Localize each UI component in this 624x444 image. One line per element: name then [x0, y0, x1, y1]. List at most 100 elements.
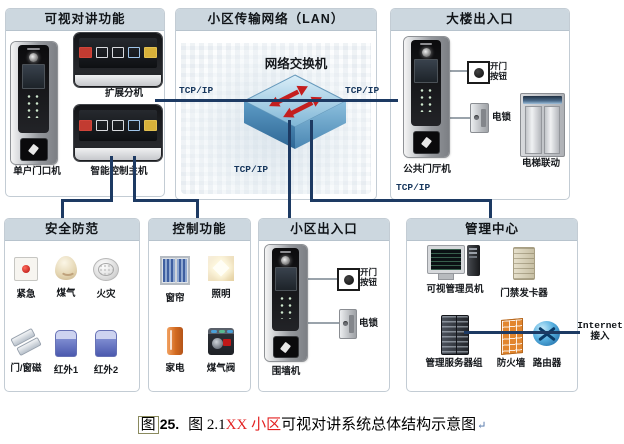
screen-icon [128, 47, 141, 59]
electric-lock-icon [470, 103, 489, 133]
host-to-security-wire-h [61, 199, 113, 202]
panel-control: 控制功能 窗帘 照明 家电 煤气阀 [148, 218, 251, 392]
open-button-label-line2: 按钮 [360, 277, 378, 287]
lock-connector-line [446, 117, 472, 119]
monitor-screen [79, 37, 157, 68]
elevator-door [525, 106, 542, 154]
internet-access-label: Internet 接入 [576, 320, 624, 342]
open-door-button-icon [337, 268, 360, 291]
security-item-label: 火灾 [96, 289, 116, 300]
switch-to-community-wire [288, 120, 291, 218]
door-station-face [18, 45, 49, 133]
admin-pc-tower-icon [467, 245, 480, 276]
security-item-label: 紧急 [16, 289, 36, 300]
host-to-security-wire-v2 [61, 199, 64, 218]
security-item-label: 红外2 [93, 365, 119, 376]
tcpip-label-bottom: TCP/IP [233, 164, 269, 175]
wall-door-station-image [265, 245, 307, 361]
panel-building-entrance: 大楼出入口 公共门厅机 开门 按钮 电锁 电梯联动 [390, 8, 570, 200]
admin-pc-monitor-icon [427, 245, 465, 274]
security-item-fire: 火灾 [87, 258, 125, 300]
panel-lan: 小区传输网络（LAN） 网络交换机 TCP/IP [175, 8, 377, 200]
server-group-label: 管理服务器组 [425, 358, 483, 369]
door-window-magnet-icon [10, 327, 42, 357]
elevator-doors [525, 106, 560, 154]
monitor-base [75, 74, 161, 87]
open-button-label-line1: 开门 [490, 61, 508, 71]
pir-sensor-icon [55, 330, 77, 357]
panel-control-title: 控制功能 [149, 219, 250, 241]
security-item-label: 煤气 [56, 288, 76, 299]
keypad-icon [416, 86, 436, 113]
security-item-label: 门/窗磁 [10, 363, 42, 374]
elevator-image [520, 93, 565, 157]
lan-main-wire [155, 99, 398, 102]
curtain-icon [160, 256, 190, 285]
control-item-label: 照明 [211, 289, 231, 300]
panel-management-center: 管理中心 可视管理员机 门禁发卡器 管理服务器组 防火墙 路由器 [406, 218, 578, 392]
firewall-label: 防火墙 [496, 358, 526, 369]
host-to-control-wire-h [133, 199, 199, 202]
security-item-label: 红外1 [53, 365, 79, 376]
network-switch-icon [242, 74, 348, 149]
home-appliance-icon [167, 327, 183, 355]
card-reader-icon [21, 139, 47, 160]
camera-icon [29, 53, 39, 63]
gas-valve-icon [208, 328, 234, 355]
server-rack-icon [441, 315, 469, 355]
camera-icon [281, 255, 291, 265]
tcpip-label-left: TCP/IP [179, 85, 214, 96]
switch-to-mgmt-wire-h [310, 199, 492, 202]
security-item-pir2: 红外2 [87, 330, 125, 376]
host-to-security-wire-v [110, 156, 113, 202]
security-item-emergency: 紧急 [7, 257, 45, 300]
host-to-control-wire-v2 [196, 199, 199, 218]
smoke-detector-icon [93, 258, 119, 281]
single-door-station-label: 单户门口机 [13, 166, 61, 177]
control-item-label: 煤气阀 [206, 363, 236, 374]
pir-sensor-icon [95, 330, 117, 357]
security-item-pir1: 红外1 [47, 330, 85, 376]
elevator-linkage-label: 电梯联动 [521, 158, 560, 169]
panel-building-entrance-title: 大楼出入口 [391, 9, 569, 31]
elevator-door [543, 106, 560, 154]
door-station-face [271, 247, 300, 332]
panel-management-center-title: 管理中心 [407, 219, 577, 241]
card-issuer-label: 门禁发卡器 [500, 288, 548, 299]
gas-detector-icon [55, 256, 77, 280]
camera-icon [421, 48, 431, 57]
card-issuer-icon [513, 247, 535, 280]
keypad-icon [23, 91, 44, 119]
button-connector-line [446, 70, 470, 72]
control-item-label: 窗帘 [165, 293, 185, 304]
elevator-top [523, 96, 562, 105]
electric-lock-icon [339, 309, 357, 339]
monitor-screen [79, 110, 157, 141]
router-label: 路由器 [532, 358, 562, 369]
wall-door-station-label: 围墙机 [271, 366, 301, 377]
door-station-screen [274, 266, 297, 291]
panel-intercom: 可视对讲功能 单户门口机 扩展分机 智能控制主机 [5, 8, 165, 197]
paragraph-mark-icon: ↵ [477, 420, 487, 432]
screen-icon [95, 47, 108, 59]
electric-lock-label: 电锁 [359, 318, 379, 329]
screen-icon [79, 119, 92, 131]
panel-community-entrance-title: 小区出入口 [259, 219, 389, 241]
host-monitor-image [74, 105, 162, 161]
open-door-button-icon [467, 61, 490, 84]
extension-monitor-image [74, 33, 162, 87]
open-button-label-line2: 按钮 [490, 71, 508, 81]
control-item-label: 家电 [165, 363, 185, 374]
panel-lan-title: 小区传输网络（LAN） [176, 9, 376, 31]
firewall-icon [501, 318, 523, 355]
extension-monitor-label: 扩展分机 [104, 88, 143, 99]
caption-number: 25. [159, 416, 180, 432]
panel-community-entrance: 小区出入口 围墙机 开门 按钮 电锁 [258, 218, 390, 392]
control-item-lighting: 照明 [199, 256, 243, 300]
lock-connector-line [305, 322, 341, 324]
lobby-door-station-image [404, 37, 449, 157]
panel-security-title: 安全防范 [5, 219, 139, 241]
electric-lock-label: 电锁 [492, 112, 512, 123]
button-connector-line [305, 278, 339, 280]
control-item-appliance: 家电 [153, 327, 197, 374]
